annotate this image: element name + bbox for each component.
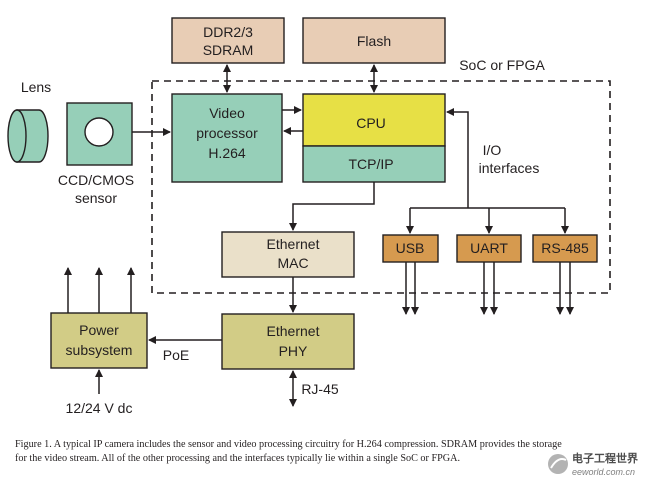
sdram-block [171, 17, 285, 64]
phy-label-line2: PHY [279, 343, 308, 359]
sensor-aperture-icon [84, 117, 114, 147]
phy-label-line1: Ethernet [267, 323, 320, 339]
mac-label-line1: Ethernet [267, 236, 320, 252]
soc-boundary [151, 80, 611, 294]
sdram-label-line2: SDRAM [203, 42, 254, 58]
io-label-line2: interfaces [479, 160, 540, 176]
eeworld-logo: 电子工程世界 eeworld.com.cn [548, 451, 638, 477]
rs485-block [532, 234, 598, 263]
flash-block [302, 17, 446, 64]
sensor-label-line1: CCD/CMOS [58, 172, 134, 188]
sdram-label-line1: DDR2/3 [203, 24, 253, 40]
power-label-line1: Power [79, 322, 119, 338]
video-label-line2: processor [196, 125, 258, 141]
lens-label: Lens [21, 79, 51, 95]
video-label-line1: Video [209, 105, 245, 121]
video-label-line3: H.264 [208, 145, 246, 161]
lens-icon [7, 109, 49, 163]
vdc-label: 12/24 V dc [66, 400, 133, 416]
rs485-label: RS-485 [541, 240, 589, 256]
sensor-label-line2: sensor [75, 190, 117, 206]
mac-label-line2: MAC [277, 255, 308, 271]
tcpip-label: TCP/IP [348, 156, 393, 172]
power-subsystem-block [50, 312, 148, 369]
io-bus-to-cpu-arrow [446, 108, 469, 208]
io-label-line1: I/O [483, 142, 502, 158]
flash-label: Flash [357, 33, 391, 49]
connectors [64, 64, 574, 407]
cpu-block [302, 93, 446, 147]
tcpip-block [302, 145, 446, 183]
video-processor-block [171, 93, 283, 183]
svg-text:eeworld.com.cn: eeworld.com.cn [572, 467, 635, 477]
tcpip-to-mac-arrow [289, 182, 375, 231]
uart-label: UART [470, 240, 508, 256]
usb-label: USB [396, 240, 425, 256]
uart-block [456, 234, 522, 263]
poe-label: PoE [163, 347, 189, 363]
svg-text:电子工程世界: 电子工程世界 [572, 451, 638, 465]
ethernet-mac-block [221, 231, 355, 278]
rj45-label: RJ-45 [301, 381, 339, 397]
soc-label: SoC or FPGA [459, 57, 545, 73]
ethernet-phy-block [221, 313, 355, 370]
cpu-label: CPU [356, 115, 386, 131]
power-label-line2: subsystem [66, 342, 133, 358]
usb-block [382, 234, 439, 263]
figure-caption: Figure 1. A typical IP camera includes t… [15, 439, 562, 464]
